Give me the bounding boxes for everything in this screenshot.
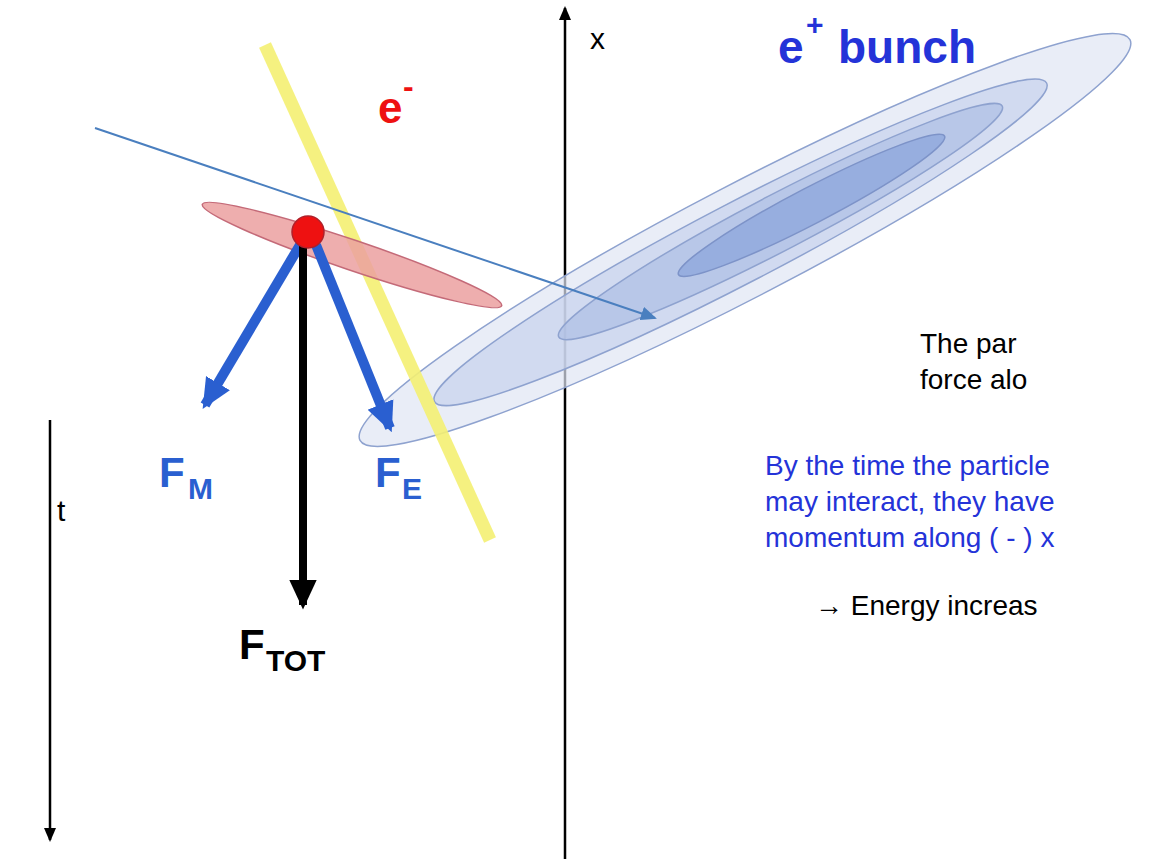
note-text: momentum along ( - ) x	[765, 524, 1054, 552]
note-text: may interact, they have	[765, 488, 1054, 516]
positron-bunch	[334, 0, 1156, 490]
electron-dot	[292, 216, 324, 248]
magnetic-force-arrow	[205, 245, 300, 405]
bunch-label: e	[778, 24, 804, 70]
electric-force-arrow	[316, 245, 390, 428]
note-text: By the time the particle	[765, 452, 1050, 480]
electron-bunch	[198, 190, 507, 320]
bunch-charge: +	[806, 10, 824, 40]
force-subscript: TOT	[265, 646, 326, 676]
note-text: force alo	[920, 366, 1027, 394]
bunch-label: bunch	[838, 24, 976, 70]
force-subscript: E	[401, 474, 423, 504]
note-text: The par	[920, 330, 1017, 358]
force-subscript: M	[187, 474, 214, 504]
force-label: F	[238, 624, 266, 666]
t-axis	[49, 420, 52, 840]
electron-charge: -	[403, 70, 414, 102]
axis-label: x	[590, 24, 605, 54]
electron-label: e	[378, 86, 402, 130]
total-force-arrow	[299, 245, 307, 605]
x-axis	[564, 8, 567, 859]
force-label: F	[374, 452, 402, 494]
direction-arrow	[95, 128, 655, 318]
note-text: → Energy increas	[815, 592, 1038, 620]
force-label: F	[158, 452, 186, 494]
axis-label: t	[57, 496, 65, 526]
